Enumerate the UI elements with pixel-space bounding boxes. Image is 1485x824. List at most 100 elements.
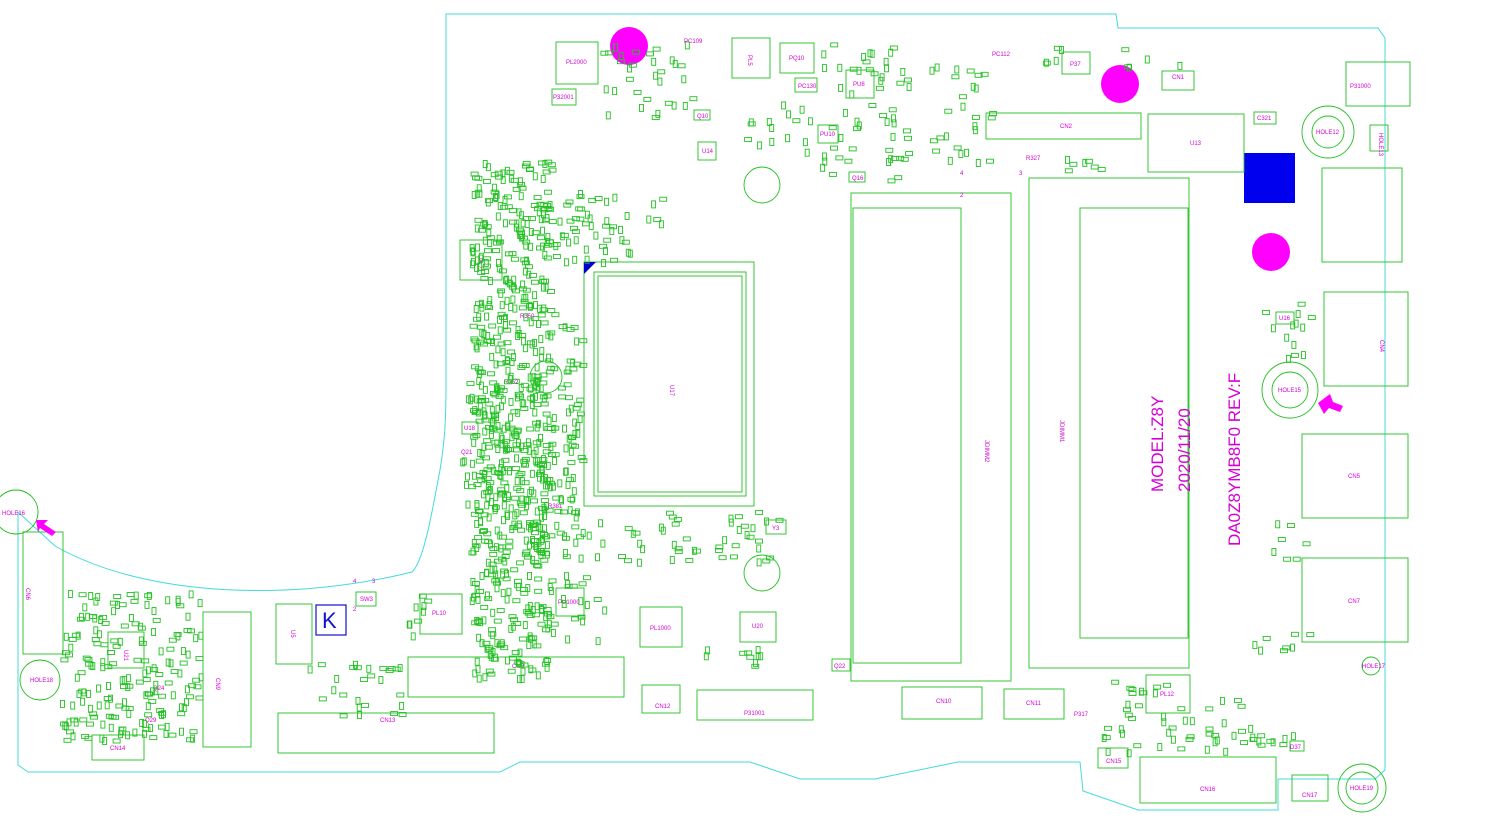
smd-pad — [785, 134, 791, 143]
smd-pad — [496, 264, 502, 273]
smd-pad — [536, 245, 544, 251]
smd-pad — [1053, 45, 1062, 51]
smd-pad — [477, 189, 483, 198]
smd-pad — [510, 177, 519, 183]
smd-pad — [477, 397, 486, 403]
smd-pad — [470, 434, 479, 440]
blue-chip-block — [1244, 153, 1295, 203]
smd-pad — [543, 606, 552, 612]
smd-pad — [494, 413, 500, 421]
svg-text:U5: U5 — [289, 630, 295, 638]
smd-pad — [501, 516, 506, 525]
smd-pad — [868, 103, 877, 108]
smd-pad — [487, 277, 493, 285]
smd-pad — [579, 338, 588, 344]
smd-pad — [477, 449, 483, 457]
smd-pad — [108, 723, 114, 732]
smd-pad — [1053, 56, 1059, 65]
smd-pad — [470, 257, 476, 266]
svg-text:HOLE13: HOLE13 — [1377, 133, 1383, 157]
smd-pad — [651, 200, 657, 209]
svg-text:PC130: PC130 — [798, 84, 817, 90]
smd-pad — [126, 592, 135, 597]
smd-pad — [496, 259, 501, 267]
smd-pad — [646, 215, 652, 224]
smd-pad — [118, 730, 124, 739]
smd-pad — [179, 703, 184, 712]
smd-pad — [637, 558, 643, 567]
smd-pad — [99, 734, 105, 743]
smd-pad — [495, 470, 504, 476]
smd-pad — [537, 304, 542, 313]
smd-pad — [528, 228, 534, 236]
smd-pad — [543, 283, 549, 292]
smd-pad — [474, 344, 480, 353]
smd-pad — [471, 438, 477, 447]
smd-pad — [510, 567, 519, 573]
smd-pad — [424, 598, 433, 604]
smd-pad — [557, 479, 563, 488]
smd-pad — [480, 275, 489, 281]
smd-pad — [613, 43, 619, 52]
smd-pad — [526, 446, 532, 455]
smd-pad — [355, 696, 361, 705]
smd-pad — [660, 526, 666, 535]
smd-pad — [153, 687, 159, 696]
smd-pad — [503, 340, 512, 346]
smd-pad — [531, 640, 537, 649]
smd-pad — [492, 248, 500, 254]
smd-pad — [1219, 696, 1225, 705]
smd-pad — [900, 67, 906, 76]
smd-pad — [496, 234, 502, 243]
smd-pad — [502, 195, 508, 204]
smd-pad — [101, 620, 110, 626]
smd-pad — [483, 224, 492, 230]
svg-text:HOLE15: HOLE15 — [1278, 388, 1302, 394]
smd-pad — [511, 283, 517, 292]
smd-pad — [471, 471, 477, 480]
smd-pad — [532, 408, 538, 417]
smd-pad — [529, 555, 535, 564]
smd-pad — [489, 546, 498, 552]
smd-pad — [552, 242, 561, 247]
smd-pad — [657, 69, 666, 75]
smd-pad — [848, 146, 857, 152]
smd-pad — [1168, 725, 1177, 731]
smd-pad — [515, 332, 521, 340]
smd-pad — [527, 395, 536, 401]
smd-pad — [1262, 309, 1271, 315]
smd-pad — [630, 529, 636, 538]
smd-pad — [541, 210, 546, 219]
smd-pad — [152, 617, 161, 623]
smd-pad — [474, 535, 483, 541]
smd-pad — [414, 618, 423, 624]
smd-pad — [958, 150, 964, 159]
smd-pad — [540, 491, 549, 497]
smd-pad — [543, 613, 549, 622]
smd-pad — [469, 244, 475, 253]
smd-pad — [889, 45, 898, 51]
smd-pad — [502, 557, 508, 566]
smd-pad — [484, 501, 490, 510]
smd-pad — [522, 216, 531, 221]
smd-pad — [532, 338, 537, 347]
smd-pad — [571, 524, 580, 530]
smd-pad — [566, 238, 572, 247]
smd-pad — [145, 691, 154, 697]
smd-pad — [631, 49, 640, 55]
svg-text:HOLE19: HOLE19 — [1350, 786, 1374, 792]
smd-pad — [544, 611, 553, 617]
smd-pad — [179, 727, 184, 736]
smd-pad — [904, 135, 912, 141]
smd-pad — [621, 239, 630, 245]
smd-pad — [486, 513, 492, 522]
smd-pad — [493, 360, 499, 369]
connector-cn11 — [1003, 688, 1065, 720]
smd-pad — [504, 447, 512, 452]
smd-pad — [1103, 725, 1112, 731]
pin-markers: 4 3 2 4 3 2 — [353, 171, 1023, 613]
smd-pad — [420, 607, 426, 616]
connector-cn12 — [641, 684, 681, 714]
smd-pad — [515, 658, 521, 667]
smd-pad — [1307, 315, 1316, 321]
